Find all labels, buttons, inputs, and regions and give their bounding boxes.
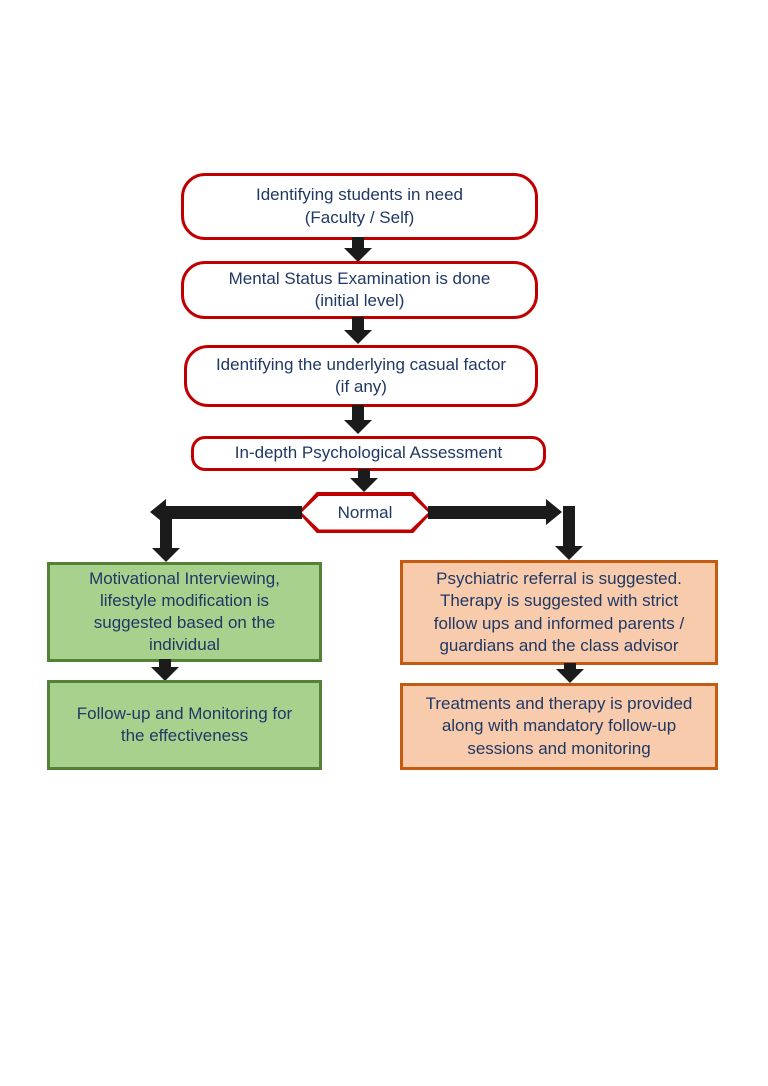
arrow-head-down-icon	[152, 548, 180, 562]
arrow-stem	[428, 506, 546, 519]
flow-node-label: Identifying students in need (Faculty / …	[256, 185, 463, 227]
arrow-head-down-icon	[151, 667, 179, 681]
outcome-node-psychiatric-referral: Psychiatric referral is suggested. Thera…	[400, 560, 718, 665]
decision-node-normal: Normal	[298, 492, 432, 533]
arrow-head-down-icon	[344, 330, 372, 344]
flow-node-label: Identifying the underlying casual factor…	[215, 354, 507, 396]
decision-node-inner: Normal	[301, 495, 429, 530]
arrow-head-down-icon	[556, 669, 584, 683]
arrow-head-right-icon	[546, 499, 562, 525]
arrow-stem	[358, 469, 370, 480]
outcome-label: Follow-up and Monitoring for the effecti…	[76, 703, 293, 745]
arrow-head-down-icon	[344, 248, 372, 262]
arrow-head-down-icon	[350, 478, 378, 492]
flow-node-identify-students: Identifying students in need (Faculty / …	[181, 173, 538, 240]
outcome-label: Psychiatric referral is suggested. Thera…	[433, 569, 685, 655]
arrow-stem	[352, 405, 364, 422]
arrow-stem	[159, 659, 171, 670]
flow-node-label: Mental Status Examination is done (initi…	[228, 268, 491, 310]
arrow-stem	[352, 237, 364, 250]
flow-node-label: In-depth Psychological Assessment	[234, 443, 503, 463]
arrow-stem	[166, 506, 302, 519]
arrow-stem	[160, 506, 172, 548]
outcome-node-followup-monitoring: Follow-up and Monitoring for the effecti…	[47, 680, 322, 770]
arrow-stem	[564, 663, 576, 671]
flow-node-underlying-factor: Identifying the underlying casual factor…	[184, 345, 538, 407]
outcome-label: Treatments and therapy is provided along…	[425, 694, 693, 758]
flow-node-mental-status-exam: Mental Status Examination is done (initi…	[181, 261, 538, 319]
decision-label: Normal	[337, 502, 393, 522]
arrow-stem	[563, 506, 575, 546]
outcome-label: Motivational Interviewing, lifestyle mod…	[89, 568, 280, 655]
arrow-stem	[352, 317, 364, 332]
arrow-head-down-icon	[555, 546, 583, 560]
outcome-node-motivational-interviewing: Motivational Interviewing, lifestyle mod…	[47, 562, 322, 662]
outcome-node-treatments-therapy: Treatments and therapy is provided along…	[400, 683, 718, 770]
flow-node-psych-assessment: In-depth Psychological Assessment	[191, 436, 546, 471]
arrow-head-down-icon	[344, 420, 372, 434]
